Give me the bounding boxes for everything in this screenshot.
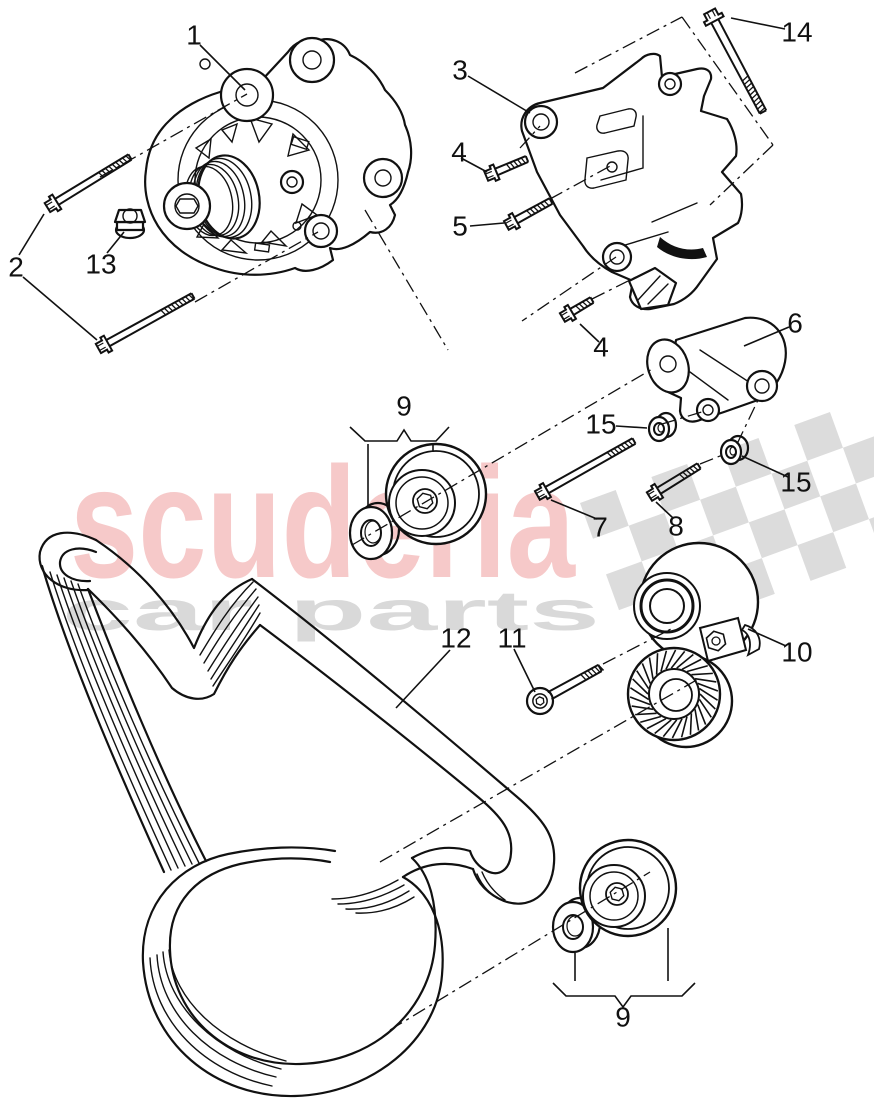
bolt-part-11 bbox=[525, 663, 605, 716]
washer-part-9 bbox=[348, 501, 401, 561]
center-line bbox=[661, 410, 706, 425]
part-label-15: 15 bbox=[585, 409, 616, 440]
tensioner-bracket bbox=[646, 316, 787, 423]
checkered-flag-cells bbox=[580, 412, 874, 633]
part-label-7: 7 bbox=[592, 512, 608, 543]
part-label-8: 8 bbox=[668, 511, 684, 542]
leader-line bbox=[395, 649, 451, 709]
leader-and-center-lines bbox=[18, 16, 790, 1031]
leader-line bbox=[655, 501, 674, 519]
center-line bbox=[99, 93, 248, 178]
leader-line bbox=[460, 157, 488, 173]
center-line bbox=[351, 367, 655, 546]
center-line bbox=[549, 164, 613, 200]
mount-bracket bbox=[520, 52, 744, 311]
part-label-2: 2 bbox=[8, 252, 24, 283]
alternator bbox=[113, 36, 413, 276]
bolt-part-5 bbox=[502, 197, 554, 232]
alternator-pulley bbox=[162, 154, 261, 240]
leader-line bbox=[199, 44, 246, 91]
leader-line bbox=[741, 455, 789, 478]
leader-line bbox=[469, 222, 505, 227]
checkered-flag-graphic bbox=[580, 412, 874, 633]
leader-line bbox=[615, 425, 648, 429]
center-line bbox=[379, 677, 701, 863]
leader-line bbox=[22, 276, 98, 341]
washer-part-9 bbox=[551, 896, 602, 954]
part-label-9: 9 bbox=[396, 391, 412, 422]
center-line bbox=[519, 125, 541, 149]
part-label-13: 13 bbox=[85, 249, 116, 280]
center-line bbox=[574, 16, 683, 74]
bolt-part-7 bbox=[533, 437, 637, 502]
center-line bbox=[591, 276, 637, 300]
part-label-15: 15 bbox=[780, 467, 811, 498]
bolt-part-14 bbox=[702, 7, 768, 115]
leader-line bbox=[730, 17, 786, 30]
part-label-1: 1 bbox=[186, 20, 202, 51]
plug-13 bbox=[113, 208, 147, 240]
part-label-9: 9 bbox=[615, 1002, 631, 1033]
belt-tensioner bbox=[626, 541, 761, 749]
part-label-12: 12 bbox=[440, 623, 471, 654]
leader-line bbox=[550, 499, 598, 520]
bolt-part-2 bbox=[94, 292, 196, 355]
part-label-11: 11 bbox=[497, 623, 526, 654]
part-label-4: 4 bbox=[593, 332, 609, 363]
part-label-5: 5 bbox=[452, 211, 468, 242]
leader-line bbox=[106, 231, 125, 254]
center-line bbox=[389, 871, 651, 1031]
alternator-mount-ears bbox=[219, 36, 404, 249]
washer-part-15 bbox=[647, 411, 678, 443]
serpentine-belt bbox=[38, 531, 556, 1098]
center-line bbox=[194, 231, 319, 303]
leader-line bbox=[747, 628, 787, 647]
leader-line bbox=[743, 326, 790, 347]
watermark: scuderia car parts bbox=[62, 412, 874, 642]
leader-line bbox=[513, 648, 536, 693]
bolt-part-2 bbox=[43, 153, 133, 214]
part-label-3: 3 bbox=[452, 55, 468, 86]
group-brace bbox=[349, 426, 450, 442]
watermark-subtitle-text: car parts bbox=[62, 579, 600, 642]
fasteners-and-pulleys bbox=[43, 7, 768, 954]
part-label-14: 14 bbox=[781, 17, 812, 48]
idler-pulley-part-9 bbox=[384, 442, 488, 546]
leader-line bbox=[579, 323, 600, 343]
center-line bbox=[364, 209, 449, 351]
part-label-4: 4 bbox=[451, 137, 467, 168]
leader-line bbox=[467, 75, 531, 114]
watermark-brand-text: scuderia bbox=[70, 435, 576, 611]
washer-part-15 bbox=[719, 434, 750, 466]
idler-pulley-part-9 bbox=[578, 838, 678, 938]
leader-line bbox=[18, 213, 45, 256]
bolt-part-4 bbox=[558, 296, 595, 324]
bolt-part-4 bbox=[483, 155, 530, 183]
center-line bbox=[699, 453, 726, 465]
center-line bbox=[736, 397, 760, 445]
bolt-part-8 bbox=[645, 462, 702, 503]
center-line bbox=[521, 256, 617, 322]
center-line bbox=[602, 628, 672, 665]
part-label-6: 6 bbox=[787, 308, 803, 339]
group-brace bbox=[552, 982, 696, 1009]
part-label-10: 10 bbox=[781, 637, 812, 668]
